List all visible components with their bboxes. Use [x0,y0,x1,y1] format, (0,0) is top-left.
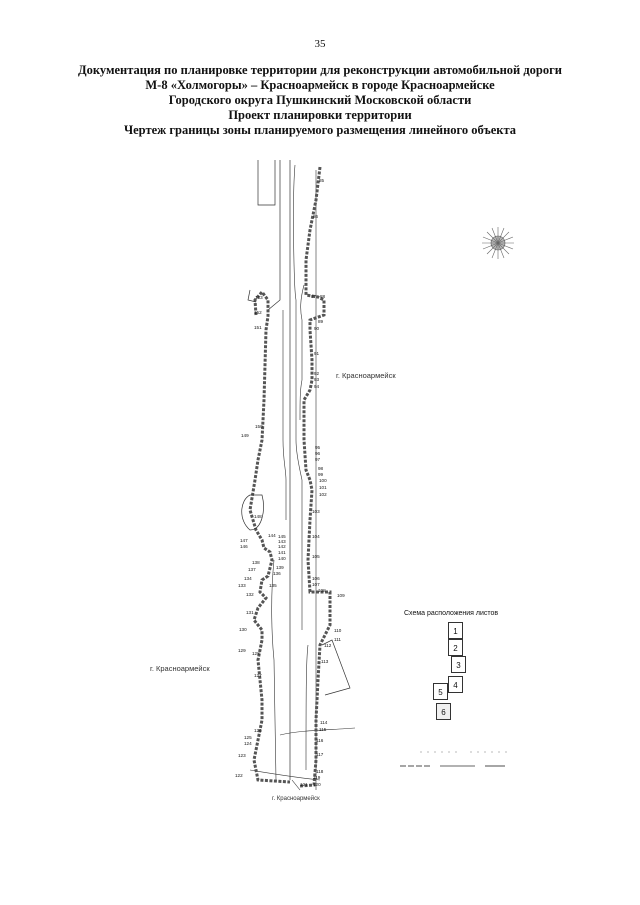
road-lines [249,164,356,791]
point-label: 131 [246,610,254,615]
point-label: 85 [319,178,325,183]
point-label: 92 [314,371,320,376]
title-line-5: Чертеж границы зоны планируемого размеще… [123,123,517,137]
sheet-5: 5 [433,683,448,700]
point-label: 120 [313,782,321,787]
point-label: 123 [238,753,246,758]
point-label: 87 [311,294,317,299]
faint-stamp-marks [400,751,510,767]
point-label: 125 [244,735,252,740]
point-label: 126 [254,728,262,733]
point-label: 98 [318,466,324,471]
point-label: 101 [319,485,327,490]
page-number: 35 [314,38,326,50]
point-label: 99 [318,472,324,477]
point-label: 86 [313,214,319,219]
point-label: 127 [254,673,262,678]
point-label: 134 [244,576,252,581]
town-label-left: г. Красноармейск [150,664,210,673]
right-point-labels: 85 86 87 88 89 90 91 92 93 94 95 96 97 9… [300,178,345,787]
point-label: 103 [312,509,320,514]
title-line-3: Городского округа Пушкинский Московской … [168,93,472,107]
point-label: 117 [316,752,324,757]
point-label: 95 [315,445,321,450]
town-label-right: г. Красноармейск [336,371,396,380]
point-label: 88 [320,294,326,299]
point-label: 128 [252,651,260,656]
point-label: 111 [334,637,341,642]
point-label: 91 [314,351,320,356]
point-label: 122 [235,773,243,778]
title-line-4: Проект планировки территории [228,108,412,122]
sheet-scheme-title: Схема расположения листов [404,610,499,617]
point-label: 109 [337,593,345,598]
sheet-2: 2 [448,639,463,656]
sheet-1: 1 [448,622,463,639]
side-parcel [241,289,351,696]
point-label: 90 [314,326,320,331]
point-label: 105 [312,554,320,559]
point-label: 106 [312,576,320,581]
point-label: 140 [278,556,286,561]
point-label: 129 [238,648,246,653]
parcel-lines [257,160,291,780]
point-label: 139 [276,565,284,570]
point-label: 144 [268,533,276,538]
point-label: 141 [278,550,286,555]
point-label: 136 [273,571,281,576]
point-label: 121 [300,782,308,787]
zone-boundary [248,166,332,788]
north-arrow-icon [482,227,514,259]
point-label: 118 [316,769,324,774]
point-label: 149 [241,433,249,438]
point-label: 94 [314,384,320,389]
point-label: 108 [318,588,326,593]
town-label-bottom: г. Красноармейск [272,795,320,802]
point-label: 93 [314,377,320,382]
point-label: 146 [240,544,248,549]
sheet-4: 4 [448,676,463,693]
point-label: 97 [315,457,321,462]
point-label: 113 [321,659,329,664]
point-label: 119 [313,775,321,780]
title-line-2: М-8 «Холмогоры» – Красноармейск в городе… [145,78,495,92]
point-label: 124 [244,741,252,746]
point-label: 107 [312,582,320,587]
point-label: 112 [324,643,332,648]
point-label: 114 [320,720,328,725]
point-label: 96 [315,451,321,456]
point-label: 148 [254,514,262,519]
point-label: 147 [240,538,248,543]
point-label: 110 [334,628,342,633]
point-label: 142 [278,544,286,549]
left-point-labels: 153 152 151 150 149 148 147 146 145 144 … [235,295,286,778]
point-label: 150 [255,424,263,429]
point-label: 143 [278,539,286,544]
point-label: 153 [255,295,263,300]
point-label: 135 [269,583,277,588]
point-label: 89 [318,319,324,324]
point-label: 132 [246,592,254,597]
point-label: 104 [312,534,320,539]
sheet-6-current: 6 [436,703,451,720]
point-label: 133 [238,583,246,588]
point-label: 151 [254,325,262,330]
point-label: 138 [252,560,260,565]
point-label: 145 [278,534,286,539]
document-title: Документация по планировке территории дл… [30,63,610,138]
point-label: 102 [319,492,327,497]
sheet-3: 3 [451,656,466,673]
point-label: 152 [254,310,262,315]
point-label: 130 [239,627,247,632]
point-label: 137 [248,567,256,572]
title-line-1: Документация по планировке территории дл… [77,63,563,77]
point-label: 100 [319,478,327,483]
point-label: 115 [319,727,327,732]
point-label: 116 [316,738,324,743]
